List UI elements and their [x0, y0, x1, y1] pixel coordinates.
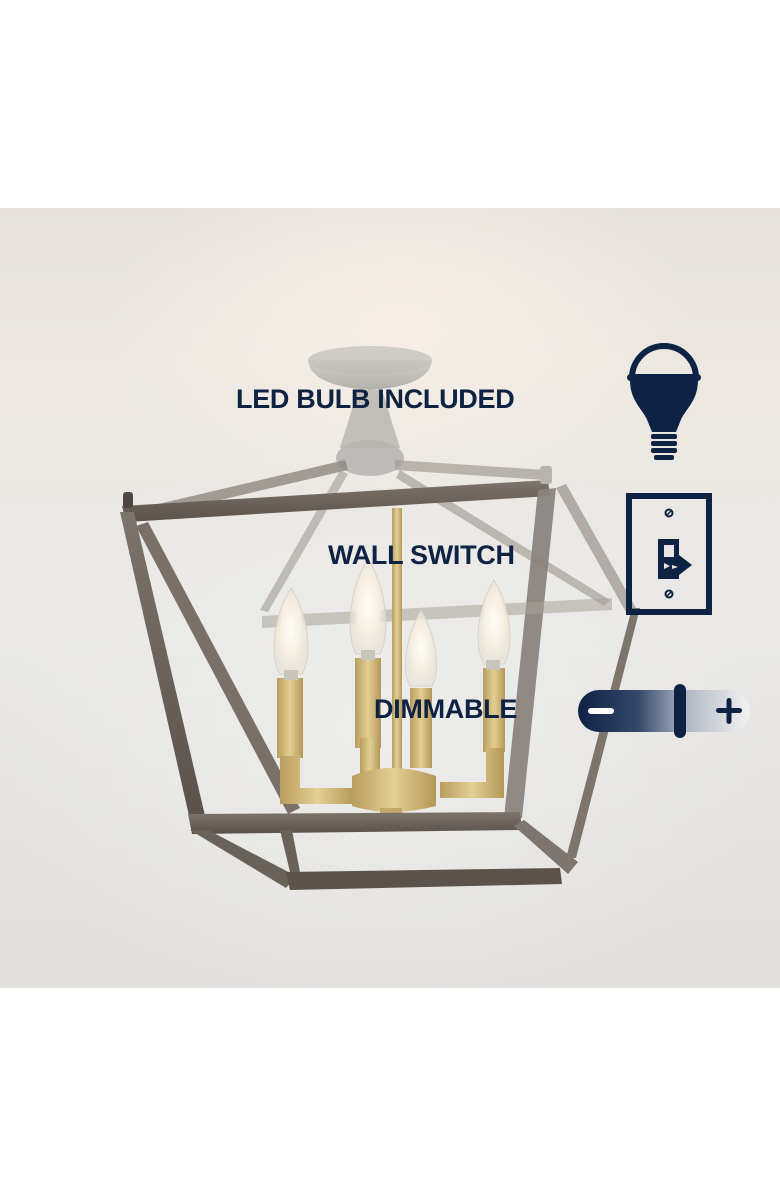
- led-bulb-icon: [627, 343, 701, 460]
- feature-label-dimmable: DIMMABLE: [374, 694, 518, 724]
- dimmer-slider-icon: [578, 684, 750, 738]
- lantern-ceiling-light-illustration: [120, 346, 640, 890]
- wall-switch-icon: [626, 493, 712, 615]
- feature-label-led-bulb: LED BULB INCLUDED: [236, 384, 515, 414]
- product-photo: LED BULB INCLUDED WALL SWITCH DIMMABLE: [0, 208, 780, 988]
- feature-label-wall-switch: WALL SWITCH: [328, 540, 515, 570]
